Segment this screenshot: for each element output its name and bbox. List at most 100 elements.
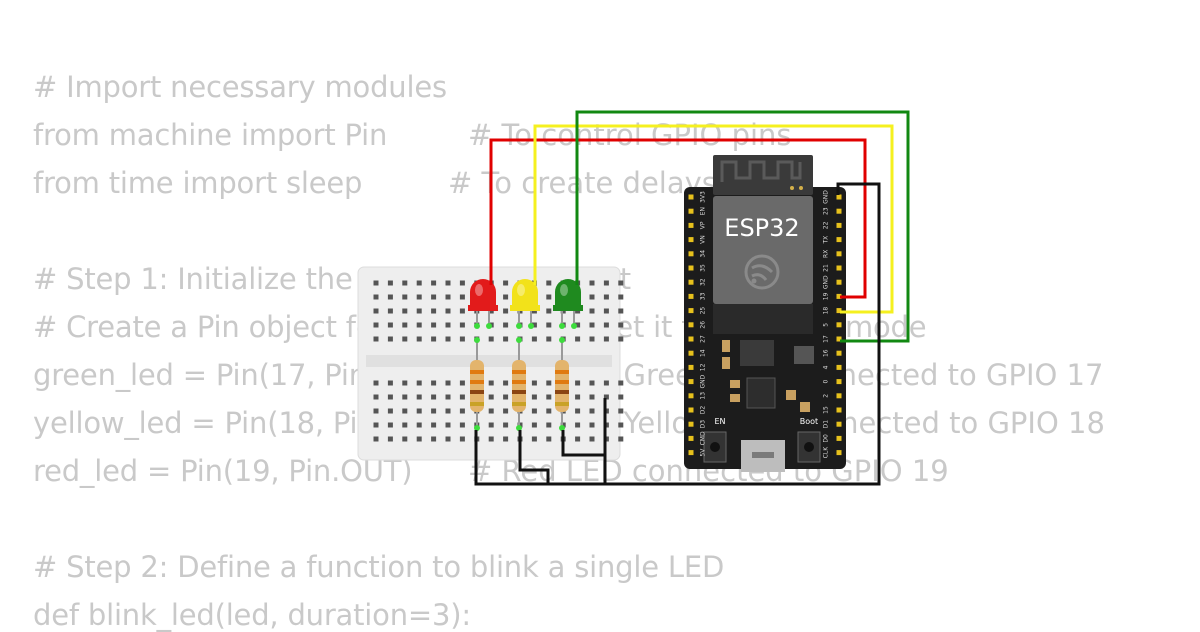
breadboard-hole [445,380,451,386]
breadboard-hole [402,322,408,328]
pin-label: 34 [700,250,707,258]
breadboard-hole [416,336,422,342]
header-pin [688,237,694,243]
green-led[interactable] [553,279,583,329]
code-line: # Step 2: Define a function to blink a s… [33,550,725,584]
red-wire [489,138,867,299]
breadboard-hole [459,422,465,428]
breadboard-hole [546,322,552,328]
pin-label: 4 [823,365,830,369]
espressif-logo-icon [744,254,780,290]
header-pin [836,350,842,356]
breadboard-hole [373,280,379,286]
breadboard-hole [546,408,552,414]
breadboard-hole [618,436,624,442]
breadboard-hole [589,336,595,342]
breadboard-hole [373,436,379,442]
pin-label: 15 [823,406,830,414]
header-pin [836,364,842,370]
breadboard-hole [402,380,408,386]
pin-label: 32 [700,278,707,286]
pin-label: RX [823,250,830,258]
en-button[interactable] [703,431,727,463]
pin-label: 19 [823,292,830,300]
breadboard-hole [546,380,552,386]
yellow-led[interactable] [510,279,540,329]
red-led[interactable] [468,279,498,329]
pin-label: CLK [823,446,830,459]
code-line: def blink_led(led, duration=3): [33,598,471,632]
breadboard-hole [603,294,609,300]
breadboard-hole [589,380,595,386]
breadboard-hole [416,408,422,414]
breadboard-hole [503,436,509,442]
pin-label: TX [823,236,830,245]
breadboard-hole [387,408,393,414]
breadboard-hole [431,336,437,342]
breadboard-hole [373,322,379,328]
pin-label: D1 [823,420,830,429]
breadboard-hole [503,308,509,314]
breadboard-hole [402,280,408,286]
breadboard-hole [445,422,451,428]
pin-label: GND [700,374,707,388]
breadboard-hole [459,322,465,328]
pin-label: 26 [700,321,707,329]
pin-label: 2 [823,394,830,398]
pin-label: D2 [700,406,707,415]
pin-label: 17 [823,335,830,343]
boot-button[interactable] [797,431,821,463]
breadboard-hole [445,408,451,414]
breadboard-hole [416,280,422,286]
breadboard-hole [402,336,408,342]
breadboard-hole [445,322,451,328]
pin-label: 33 [700,292,707,300]
breadboard-hole [575,408,581,414]
breadboard-hole [373,394,379,400]
ground-wire-main [603,182,881,486]
header-pin [688,265,694,271]
esp32-label: ESP32 [724,214,799,242]
breadboard-hole [431,322,437,328]
breadboard-hole [575,336,581,342]
breadboard-hole [575,436,581,442]
breadboard-hole [373,336,379,342]
header-pin [688,322,694,328]
breadboard-hole [387,280,393,286]
breadboard-hole [431,408,437,414]
breadboard-hole [503,408,509,414]
breadboard-hole [503,322,509,328]
breadboard-hole [459,408,465,414]
breadboard-hole [387,308,393,314]
header-pin [688,450,694,456]
header-pin [836,336,842,342]
header-pin [688,208,694,214]
led-array [468,279,583,431]
green-wire [575,110,910,343]
breadboard-hole [416,294,422,300]
header-pin [688,336,694,342]
breadboard-hole [488,422,494,428]
breadboard-hole [431,380,437,386]
breadboard-hole [546,436,552,442]
breadboard-hole [618,422,624,428]
breadboard-hole [459,294,465,300]
header-pin [688,222,694,228]
breadboard-hole [459,280,465,286]
pin-label: 13 [700,392,707,400]
header-pin [836,251,842,257]
breadboard-hole [618,322,624,328]
breadboard-hole [589,394,595,400]
esp32-board[interactable]: ESP32 EN Boot 3V3 [684,155,846,472]
breadboard-hole [387,436,393,442]
header-pin [688,279,694,285]
pin-label: EN [700,207,707,215]
breadboard-hole [531,322,537,328]
breadboard-hole [531,422,537,428]
breadboard-hole [531,380,537,386]
breadboard-hole [603,394,609,400]
header-pin [688,393,694,399]
breadboard-hole [459,436,465,442]
breadboard-hole [416,422,422,428]
